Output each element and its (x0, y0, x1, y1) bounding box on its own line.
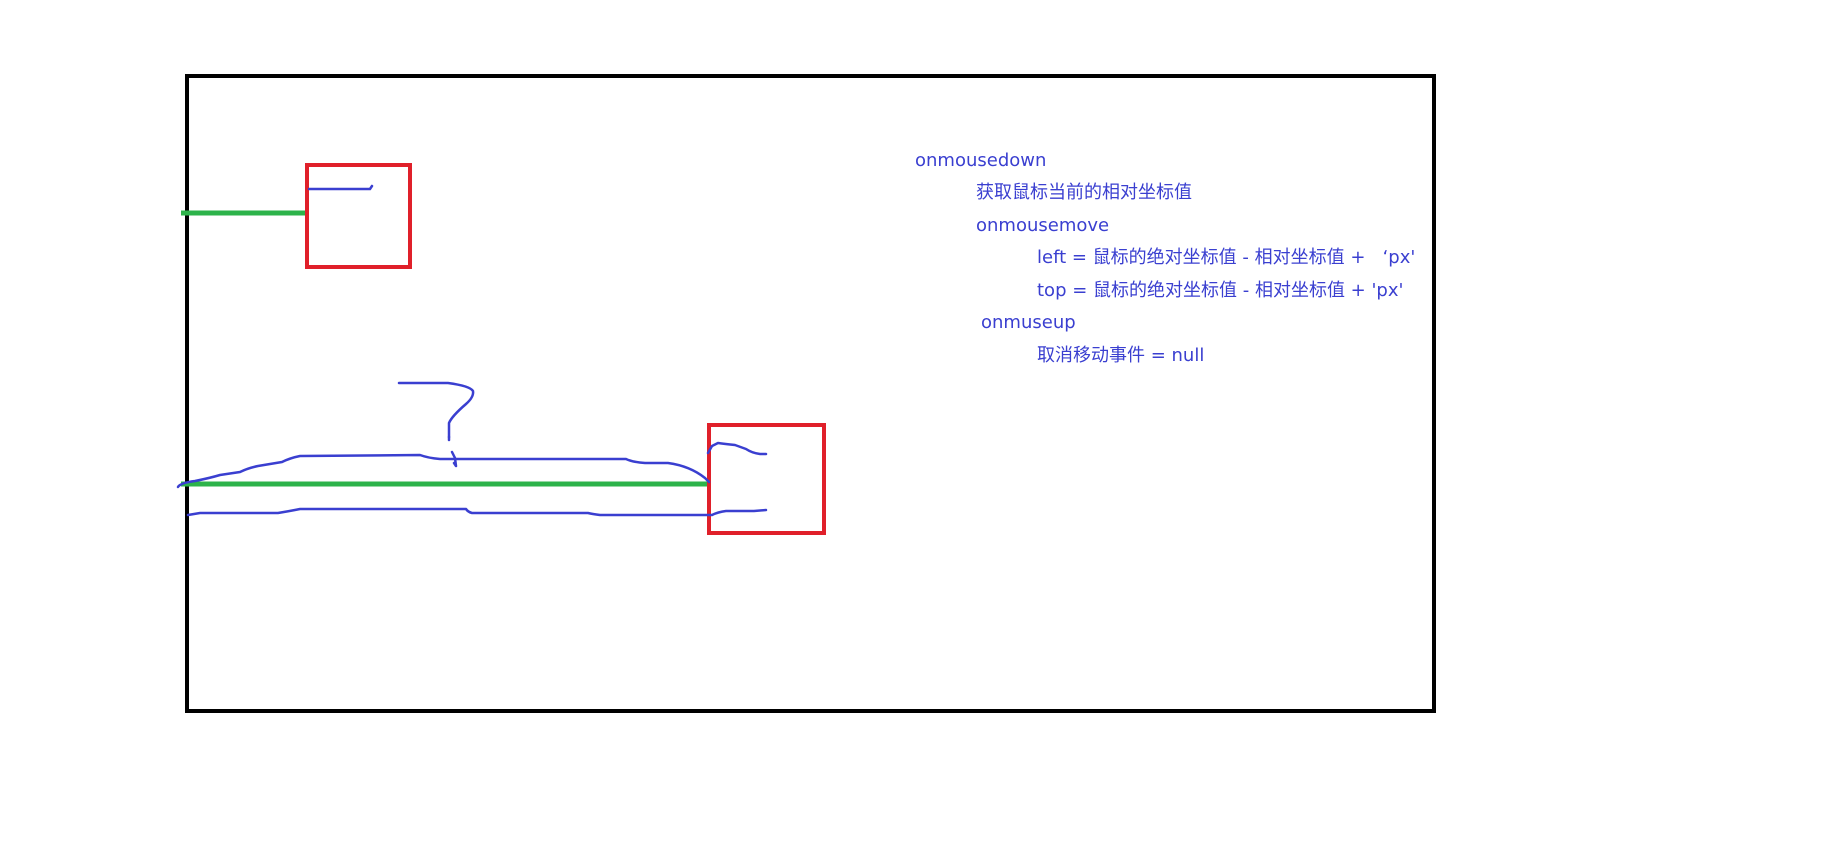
pen-arc-upper (176, 453, 711, 489)
outer-frame (185, 74, 1436, 713)
note-top-formula: top = 鼠标的绝对坐标值 - 相对坐标值 + 'px' (1037, 280, 1404, 301)
red-box-top (305, 163, 412, 269)
note-cancel-move: 取消移动事件 = null (1037, 345, 1205, 366)
pen-stroke-bottom-box (706, 441, 768, 456)
note-get-relative-coords: 获取鼠标当前的相对坐标值 (976, 182, 1192, 203)
pen-arc-lower (186, 507, 768, 517)
pen-stroke-top-box (307, 184, 374, 191)
note-left-formula: left = 鼠标的绝对坐标值 - 相对坐标值 + ‘px' (1037, 247, 1416, 268)
note-onmuseup: onmuseup (981, 312, 1076, 333)
note-onmousemove: onmousemove (976, 215, 1110, 236)
pen-question-mark (397, 381, 475, 439)
red-box-bottom (707, 423, 826, 535)
note-onmousedown: onmousedown (915, 150, 1047, 171)
pen-question-mark-hook (447, 435, 458, 468)
